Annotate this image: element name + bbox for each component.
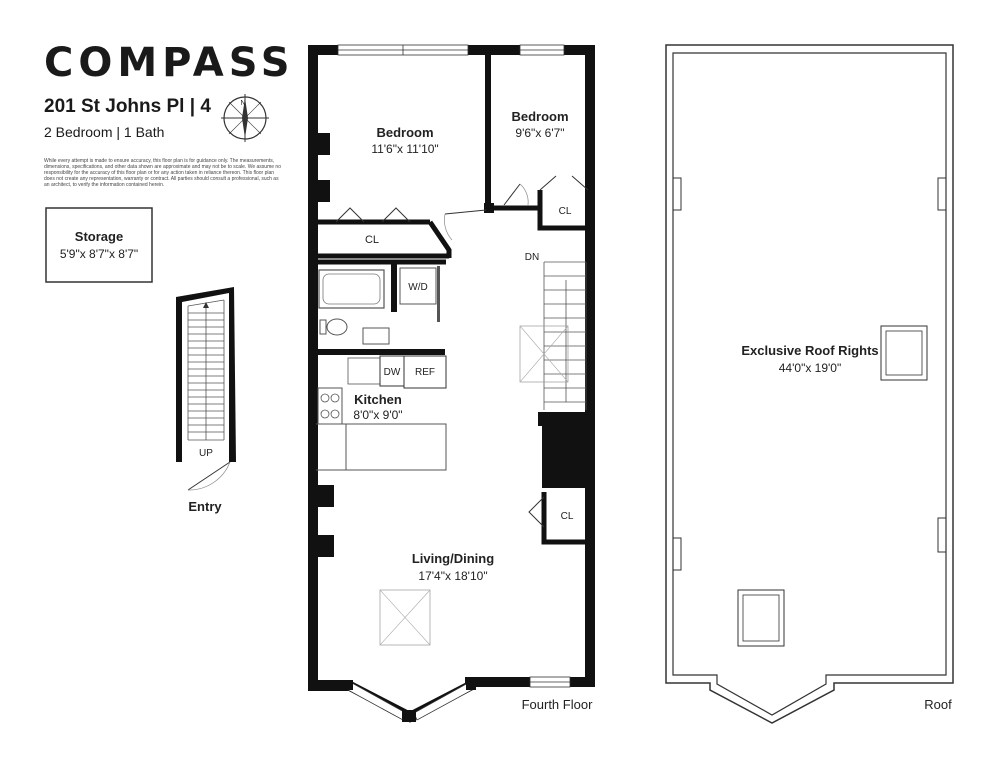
compass-north-letter: N xyxy=(240,100,245,107)
kitchen-dims: 8'0"x 9'0" xyxy=(353,408,402,422)
living-dining-label: Living/Dining xyxy=(412,551,494,566)
entry-label: Entry xyxy=(188,499,222,514)
bedroom-2-dims: 9'6"x 6'7" xyxy=(515,126,564,140)
bedroom-2-label: Bedroom xyxy=(511,109,568,124)
kitchen-label: Kitchen xyxy=(354,392,402,407)
roof-rights-dims: 44'0"x 19'0" xyxy=(779,361,841,375)
fourth-floor-plan: CL CL W/D DW xyxy=(308,44,595,723)
storage-room: Storage 5'9"x 8'7"x 8'7" xyxy=(45,207,153,283)
closet-label-1: CL xyxy=(559,206,572,217)
stair-down-label: DN xyxy=(525,252,539,263)
disclaimer-text: While every attempt is made to ensure ac… xyxy=(44,158,281,188)
floor-label: Fourth Floor xyxy=(522,697,593,712)
washer-dryer-label: W/D xyxy=(408,282,427,293)
roof-label: Roof xyxy=(924,697,952,712)
roof-plan: Exclusive Roof Rights 44'0"x 19'0" Roof xyxy=(665,44,954,724)
bedroom-1-label: Bedroom xyxy=(376,125,433,140)
closet-label-3: CL xyxy=(561,511,574,522)
storage-dims: 5'9"x 8'7"x 8'7" xyxy=(60,247,138,261)
compass-logo: COMPASS xyxy=(44,40,295,86)
living-dining-dims: 17'4"x 18'10" xyxy=(418,569,487,583)
bedroom-1-dims: 11'6"x 11'10" xyxy=(371,142,438,156)
roof-rights-label: Exclusive Roof Rights xyxy=(741,343,878,358)
entry-stair: UP Entry xyxy=(176,287,236,514)
dishwasher-label: DW xyxy=(384,367,401,378)
property-address: 201 St Johns Pl | 4 xyxy=(44,96,211,117)
stair-up-label: UP xyxy=(199,448,213,459)
storage-label: Storage xyxy=(75,229,123,244)
closet-label-2: CL xyxy=(365,234,379,246)
refrigerator-label: REF xyxy=(415,367,435,378)
bed-bath-summary: 2 Bedroom | 1 Bath xyxy=(44,124,165,140)
north-compass-icon: N xyxy=(221,94,269,142)
